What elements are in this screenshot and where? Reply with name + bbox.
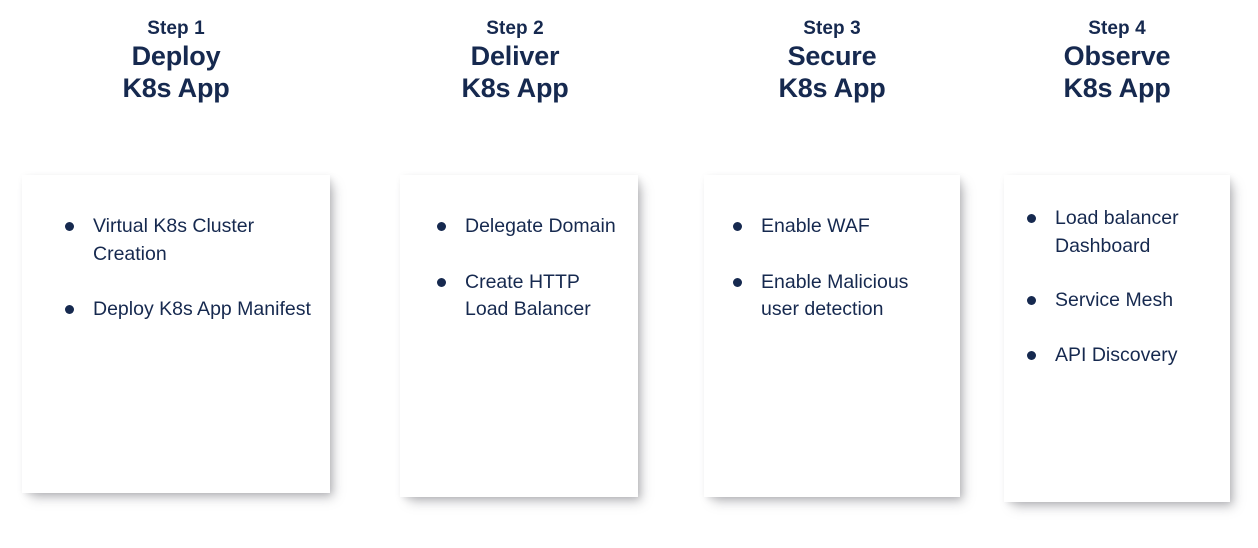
step-subtitle: K8s App [122, 73, 230, 104]
bullet-dot-icon [1027, 214, 1036, 223]
step-label: Step 2 [486, 18, 544, 39]
step-column-2: Step 2 Deliver K8s App [392, 0, 638, 105]
step-card-3: Enable WAF Enable Malicious user detecti… [704, 175, 960, 497]
step-label: Step 4 [1088, 18, 1146, 39]
step-3-header: Step 3 Secure K8s App [778, 0, 885, 105]
list-item: Virtual K8s Cluster Creation [60, 213, 318, 268]
list-item-label: Virtual K8s Cluster Creation [93, 215, 255, 265]
bullet-dot-icon [1027, 351, 1036, 361]
list-item-label: Enable WAF [761, 215, 870, 237]
step-label: Step 3 [803, 18, 861, 39]
step-2-header: Step 2 Deliver K8s App [461, 0, 568, 105]
step-title: Deploy [131, 41, 221, 72]
step-1-bullet-list: Virtual K8s Cluster Creation Deploy K8s … [22, 213, 330, 324]
list-item: Enable Malicious user detection [728, 269, 950, 324]
list-item: Deploy K8s App Manifest [60, 296, 318, 324]
list-item-label: Create HTTP Load Balancer [465, 270, 591, 321]
step-card-2: Delegate Domain Create HTTP Load Balance… [400, 175, 638, 497]
list-item-label: Load balancer Dashboard [1055, 207, 1179, 257]
bullet-dot-icon [437, 277, 446, 287]
step-title: Observe [1063, 41, 1171, 72]
bullet-dot-icon [65, 222, 74, 231]
list-item: Service Mesh [1022, 287, 1222, 315]
bullet-dot-icon [65, 305, 74, 315]
bullet-dot-icon [1027, 296, 1036, 306]
list-item-label: Deploy K8s App Manifest [93, 298, 311, 321]
step-4-bullet-list: Load balancer Dashboard Service Mesh API… [1004, 205, 1230, 370]
step-subtitle: K8s App [1063, 73, 1171, 104]
list-item-label: Enable Malicious user detection [761, 270, 909, 321]
bullet-dot-icon [733, 222, 742, 231]
bullet-dot-icon [733, 277, 742, 287]
step-4-header: Step 4 Observe K8s App [1063, 0, 1170, 105]
step-card-4: Load balancer Dashboard Service Mesh API… [1004, 175, 1230, 502]
bullet-dot-icon [437, 222, 446, 231]
step-3-bullet-list: Enable WAF Enable Malicious user detecti… [704, 213, 960, 324]
step-column-1: Step 1 Deploy K8s App [22, 0, 330, 105]
list-item-label: Delegate Domain [465, 215, 616, 237]
step-title: Secure [787, 41, 877, 72]
list-item: Enable WAF [728, 213, 950, 241]
step-2-bullet-list: Delegate Domain Create HTTP Load Balance… [400, 213, 638, 324]
step-title: Deliver [470, 41, 560, 72]
step-column-3: Step 3 Secure K8s App [704, 0, 960, 105]
step-1-header: Step 1 Deploy K8s App [122, 0, 229, 105]
step-column-4: Step 4 Observe K8s App [1004, 0, 1230, 105]
list-item: API Discovery [1022, 342, 1222, 370]
step-label: Step 1 [147, 18, 205, 39]
step-subtitle: K8s App [461, 73, 569, 104]
list-item-label: Service Mesh [1055, 289, 1174, 312]
list-item: Create HTTP Load Balancer [432, 269, 628, 324]
list-item: Delegate Domain [432, 213, 628, 241]
list-item-label: API Discovery [1055, 344, 1178, 367]
list-item: Load balancer Dashboard [1022, 205, 1222, 260]
step-card-1: Virtual K8s Cluster Creation Deploy K8s … [22, 175, 330, 493]
step-subtitle: K8s App [778, 73, 886, 104]
